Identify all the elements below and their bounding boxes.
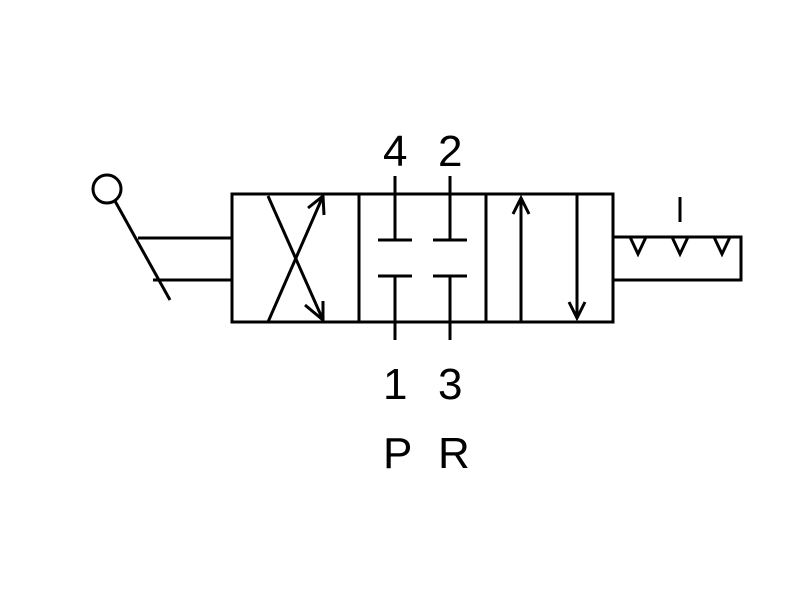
port-label-1: 1 — [383, 360, 407, 409]
port-label-2: 2 — [438, 127, 462, 176]
valve-body — [230, 192, 615, 324]
detent-icon — [613, 197, 743, 282]
parallel-flow-arrows — [511, 194, 587, 322]
port-lines — [393, 176, 452, 340]
port-label-r: R — [438, 429, 470, 478]
cross-flow-arrows — [266, 193, 326, 324]
port-label-4: 4 — [383, 127, 407, 176]
port-label-3: 3 — [438, 360, 462, 409]
port-label-p: P — [383, 429, 412, 478]
valve-envelope-center — [357, 192, 488, 324]
blocked-ports — [378, 194, 467, 322]
valve-envelope-right — [484, 192, 615, 324]
lever-icon — [91, 173, 232, 301]
